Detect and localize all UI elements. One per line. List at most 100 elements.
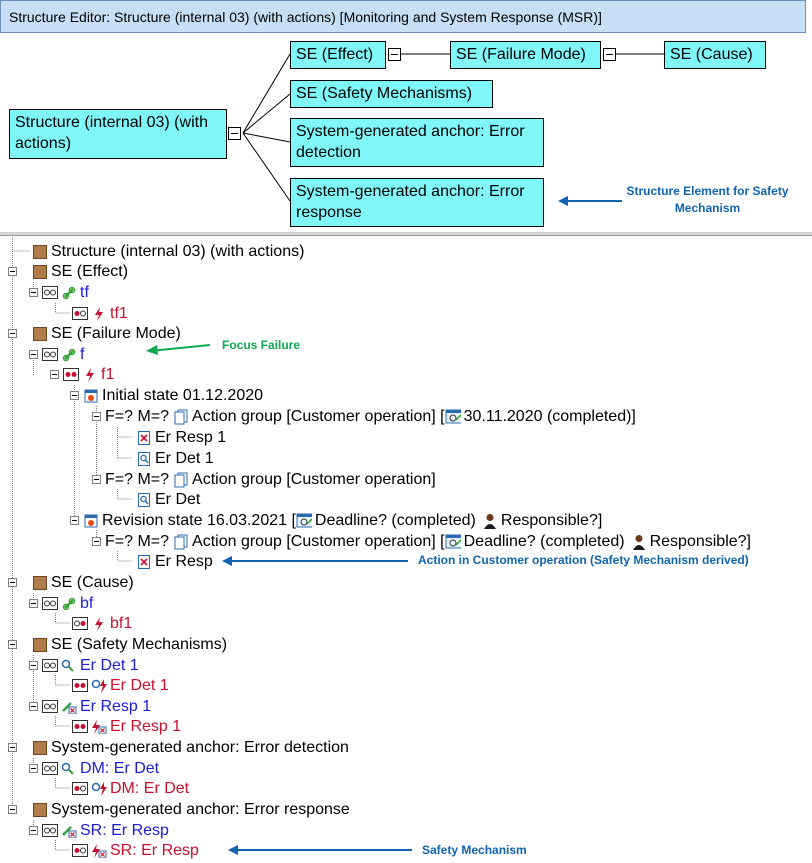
function-net-icon [42, 700, 58, 714]
tree-node-sm-er-resp-1[interactable]: Er Resp 1 [29, 696, 151, 717]
function-net-icon [42, 824, 58, 838]
detection-failure-icon [91, 678, 107, 693]
tree-node-failure-f1[interactable]: f1 [50, 364, 114, 385]
tree-node-er-det-action[interactable]: Er Det [136, 489, 200, 510]
function-net-icon [42, 597, 58, 611]
collapse-toggle-icon[interactable] [8, 743, 17, 752]
node-anchor-error-detection[interactable]: System-generated anchor: Error detection [290, 118, 544, 167]
collapse-toggle-icon[interactable] [29, 661, 38, 670]
collapse-toggle-icon[interactable] [70, 391, 79, 400]
failure-net-focus-icon [63, 368, 79, 382]
tree-node-initial-state[interactable]: Initial state 01.12.2020 [70, 385, 263, 406]
collapse-toggle-icon[interactable] [92, 475, 101, 484]
collapse-root-icon[interactable] [228, 127, 241, 140]
tree-node-anchor-error-response[interactable]: System-generated anchor: Error response [8, 799, 350, 820]
tree-node-er-resp-action[interactable]: Er Resp [136, 551, 213, 572]
collapse-toggle-icon[interactable] [29, 764, 38, 773]
node-se-effect[interactable]: SE (Effect) [290, 41, 386, 69]
function-net-icon [42, 762, 58, 776]
action-group-icon [173, 409, 189, 424]
collapse-effect-icon[interactable] [388, 48, 401, 61]
error-response-icon [136, 430, 152, 445]
splitter[interactable] [0, 232, 812, 236]
collapse-toggle-icon[interactable] [70, 516, 79, 525]
failure-lightning-icon [91, 306, 107, 321]
date-completed-icon [445, 409, 461, 424]
tree-node-sm-er-det-1-failure[interactable]: Er Det 1 [72, 675, 169, 696]
collapse-toggle-icon[interactable] [8, 640, 17, 649]
failure-net-focus-icon [72, 679, 88, 693]
function-link-icon [61, 597, 77, 611]
collapse-toggle-icon[interactable] [29, 599, 38, 608]
response-function-icon [61, 824, 77, 838]
tree-node-anchor-error-detection[interactable]: System-generated anchor: Error detection [8, 737, 349, 758]
failure-net-icon [72, 844, 88, 858]
collapse-toggle-icon[interactable] [50, 370, 59, 379]
node-se-cause[interactable]: SE (Cause) [664, 41, 766, 69]
tree-node-root[interactable]: Structure (internal 03) (with actions) [33, 241, 304, 262]
collapse-toggle-icon[interactable] [8, 805, 17, 814]
collapse-toggle-icon[interactable] [29, 702, 38, 711]
tree-node-function-f[interactable]: f [29, 344, 84, 365]
tree-node-function-bf[interactable]: bf [29, 593, 93, 614]
detection-failure-icon [91, 781, 107, 796]
node-anchor-error-response[interactable]: System-generated anchor: Error response [290, 178, 544, 227]
response-function-icon [61, 700, 77, 714]
deadline-icon [296, 513, 312, 528]
collapse-toggle-icon[interactable] [8, 578, 17, 587]
tree-node-sr-er-resp-failure[interactable]: SR: Er Resp [72, 840, 199, 861]
tree-node-se-cause[interactable]: SE (Cause) [8, 572, 134, 593]
collapse-toggle-icon[interactable] [92, 537, 101, 546]
collapse-toggle-icon[interactable] [92, 412, 101, 421]
failure-net-focus-icon [72, 720, 88, 734]
annotation-focus-failure: Focus Failure [222, 338, 301, 352]
tree-node-revision-state[interactable]: Revision state 16.03.2021 [ Deadline? (c… [70, 510, 602, 531]
error-response-icon [136, 554, 152, 569]
function-link-icon [61, 348, 77, 362]
diagram-connectors [242, 53, 664, 206]
calendar-state-icon [83, 389, 99, 403]
tree-node-action-group-2[interactable]: F=? M=? Action group [Customer operation… [92, 469, 436, 490]
failure-lightning-icon [91, 616, 107, 631]
node-se-safety-mechanisms[interactable]: SE (Safety Mechanisms) [290, 80, 493, 108]
structure-diagram: Structure (internal 03) (with actions) S… [0, 33, 812, 233]
tree-node-function-tf[interactable]: tf [29, 282, 89, 303]
tree-node-se-safety-mechanisms[interactable]: SE (Safety Mechanisms) [8, 634, 227, 655]
responsible-person-icon [631, 534, 647, 550]
collapse-toggle-icon[interactable] [29, 826, 38, 835]
tree-node-failure-bf1[interactable]: bf1 [72, 613, 132, 634]
tree-node-sr-er-resp[interactable]: SR: Er Resp [29, 820, 169, 841]
tree-node-sm-er-resp-1-failure[interactable]: Er Resp 1 [72, 716, 181, 737]
tree-node-action-group-3[interactable]: F=? M=? Action group [Customer operation… [92, 531, 751, 552]
tree-node-se-failure-mode[interactable]: SE (Failure Mode) [8, 323, 181, 344]
failure-net-icon [72, 617, 88, 631]
collapse-toggle-icon[interactable] [8, 329, 17, 338]
node-se-failure-mode[interactable]: SE (Failure Mode) [450, 41, 601, 69]
deadline-icon [445, 534, 461, 549]
tree-node-er-resp-1-action[interactable]: Er Resp 1 [136, 427, 226, 448]
action-group-icon [173, 472, 189, 487]
structure-element-icon [33, 802, 47, 817]
node-root[interactable]: Structure (internal 03) (with actions) [9, 109, 227, 159]
collapse-toggle-icon[interactable] [29, 350, 38, 359]
tree-node-failure-tf1[interactable]: tf1 [72, 303, 128, 324]
tree-node-sm-er-det-1[interactable]: Er Det 1 [29, 655, 139, 676]
annotation-safety-mechanism: Safety Mechanism [422, 843, 527, 857]
response-failure-icon [91, 719, 107, 734]
structure-element-icon [33, 575, 47, 590]
structure-element-icon [33, 740, 47, 755]
collapse-failure-mode-icon[interactable] [603, 48, 616, 61]
annotation-action-customer-operation: Action in Customer operation (Safety Mec… [418, 553, 749, 567]
structure-element-icon [33, 637, 47, 652]
tree-node-dm-er-det[interactable]: DM: Er Det [29, 758, 159, 779]
collapse-toggle-icon[interactable] [8, 267, 17, 276]
detection-function-icon [61, 762, 77, 776]
tree-node-action-group-1[interactable]: F=? M=? Action group [Customer operation… [92, 406, 636, 427]
failure-net-icon [72, 307, 88, 321]
tree-node-dm-er-det-failure[interactable]: DM: Er Det [72, 778, 189, 799]
annotation-structure-element: Structure Element for Safety Mechanism [626, 184, 789, 215]
structure-element-icon [33, 264, 47, 279]
tree-node-er-det-1-action[interactable]: Er Det 1 [136, 448, 214, 469]
tree-node-se-effect[interactable]: SE (Effect) [8, 261, 128, 282]
collapse-toggle-icon[interactable] [29, 288, 38, 297]
